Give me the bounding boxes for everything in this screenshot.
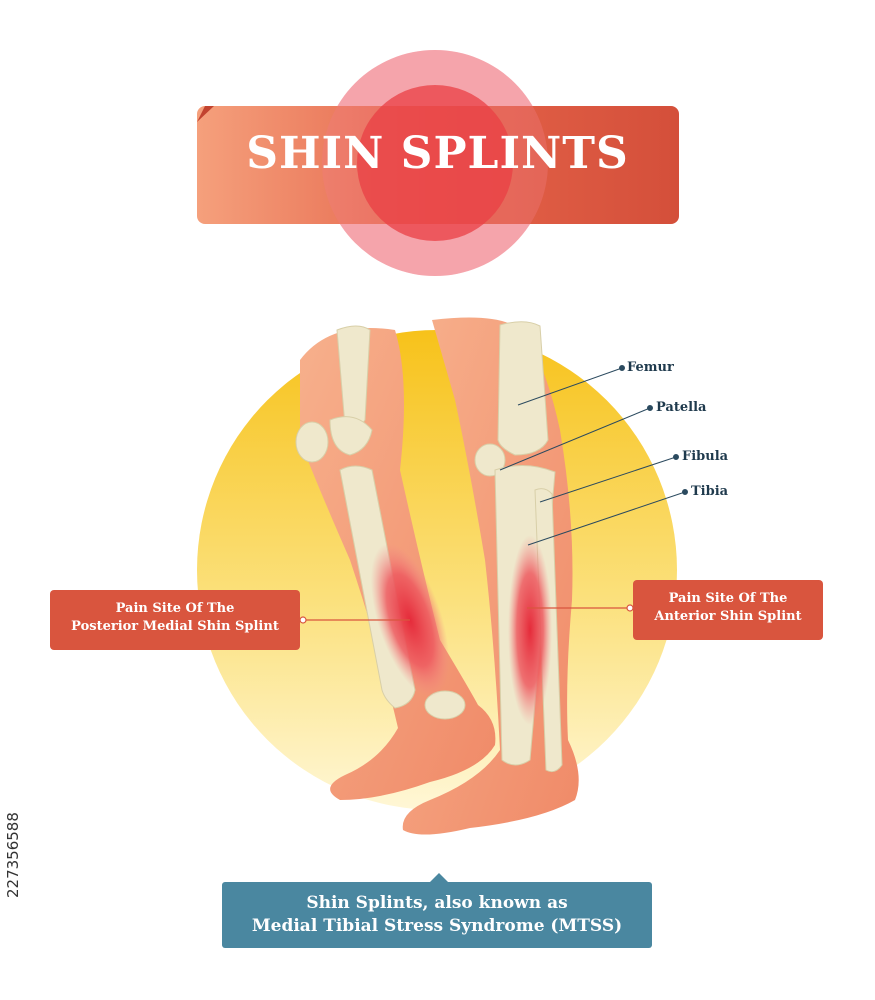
left-ankle-bone [424,690,466,720]
callout-anterior-line-1: Pain Site Of The [668,591,788,606]
label-fibula: Fibula [682,449,729,464]
banner-fold [197,106,214,122]
callout-posterior: Pain Site Of The Posterior Medial Shin S… [50,590,300,650]
posterior-connector-dot [299,616,307,624]
left-knee-joint [329,416,373,456]
fibula-pointer-line [539,456,677,503]
right-leg [402,317,579,835]
femur-pointer-dot [619,365,625,371]
stock-id-text: 227356588 [4,812,22,898]
right-patella-bone [474,443,506,477]
callout-posterior-line-1: Pain Site Of The [115,601,235,616]
bone-pointers [499,365,688,546]
pain-glow-inner [357,85,513,241]
page-title: SHIN SPLINTS [246,128,629,179]
callout-posterior-line-2: Posterior Medial Shin Splint [71,619,279,634]
stock-id-watermark: 227356588 [4,812,22,898]
tibia-pointer-line [527,491,686,546]
label-tibia: Tibia [691,484,729,499]
footer-notch [429,873,449,883]
label-patella: Patella [656,400,707,415]
label-femur: Femur [627,360,674,375]
footer-caption: Shin Splints, also known as Medial Tibia… [222,882,652,948]
callout-anterior: Pain Site Of The Anterior Shin Splint [633,580,823,640]
tibia-pointer-dot [682,489,688,495]
left-leg [295,325,496,800]
right-femur-bone [497,321,549,456]
callout-connectors [299,604,634,624]
anterior-pain-area [508,535,552,725]
callout-anterior-line-2: Anterior Shin Splint [654,609,802,624]
femur-pointer-line [517,367,623,406]
footer-line-2: Medial Tibial Stress Syndrome (MTSS) [251,916,623,936]
left-patella-bone [295,421,329,463]
patella-pointer-line [499,407,651,471]
fibula-pointer-dot [673,454,679,460]
title-banner [197,50,679,276]
patella-pointer-dot [647,405,653,411]
footer-line-1: Shin Splints, also known as [306,893,568,913]
